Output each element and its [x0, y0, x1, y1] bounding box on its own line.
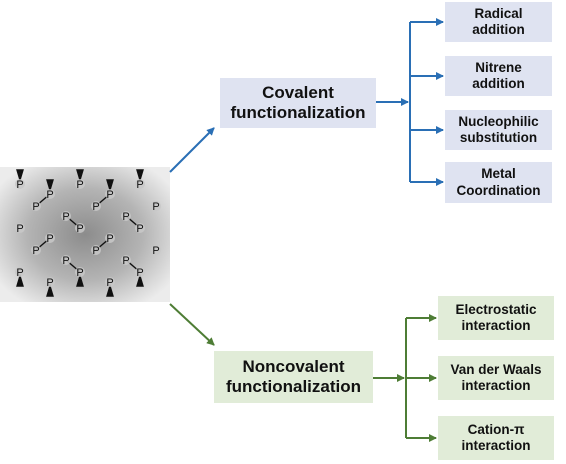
atom-halo — [75, 267, 85, 277]
wedge-bond — [16, 169, 24, 183]
wedge-bond — [46, 283, 54, 297]
nitrene-addition-label: Nitrene addition — [472, 59, 525, 91]
phosphorus-atom-label: P — [16, 179, 23, 191]
phosphorus-atom-label: P — [122, 255, 129, 267]
phosphorus-atom-label: P — [16, 267, 23, 279]
cation-pi-interaction-box: Cation-π interaction — [438, 416, 554, 460]
nucleophilic-substitution-box: Nucleophilic substitution — [445, 110, 552, 150]
phosphorus-atom-label: P — [46, 233, 53, 245]
atom-halo — [75, 223, 85, 233]
wedge-bond — [106, 179, 114, 193]
atom-halo — [15, 179, 25, 189]
atom-halo — [91, 245, 101, 255]
phosphorus-atom-label: P — [106, 189, 113, 201]
phosphorus-atom-label: P — [122, 211, 129, 223]
wedge-bond — [46, 179, 54, 193]
atom-halo — [15, 223, 25, 233]
covalent-functionalization-label: Covalent functionalization — [230, 82, 366, 122]
atom-halo — [105, 189, 115, 199]
wedge-bond — [136, 169, 144, 183]
electrostatic-interaction-box: Electrostatic interaction — [438, 296, 554, 340]
wedge-bond — [16, 273, 24, 287]
atom-halo — [75, 179, 85, 189]
noncovalent-functionalization-label: Noncovalent functionalization — [225, 356, 362, 396]
van-der-waals-interaction-label: Van der Waals interaction — [450, 361, 542, 393]
atom-halo — [135, 179, 145, 189]
phosphorus-atom-label: P — [136, 223, 143, 235]
wedge-bond — [106, 283, 114, 297]
atom-halo — [91, 201, 101, 211]
phosphorus-atom-label: P — [92, 201, 99, 213]
radical-addition-box: Radical addition — [445, 2, 552, 42]
arrow-to-noncovalent — [169, 303, 215, 346]
cation-pi-interaction-label: Cation-π interaction — [461, 421, 531, 453]
atom-halo — [135, 223, 145, 233]
phosphorus-atom-label: P — [76, 267, 83, 279]
atom-halo — [121, 211, 131, 221]
atom-halo — [61, 255, 71, 265]
atom-halo — [105, 277, 115, 287]
atom-halo — [45, 189, 55, 199]
phosphorus-atom-label: P — [106, 233, 113, 245]
atom-halo — [121, 255, 131, 265]
phosphorus-atom-label: P — [106, 277, 113, 289]
phosphorus-atom-label: P — [76, 179, 83, 191]
phosphorus-atom-label: P — [152, 201, 159, 213]
phosphorus-atom-label: P — [32, 245, 39, 257]
phosphorus-atom-label: P — [62, 255, 69, 267]
radical-addition-label: Radical addition — [472, 5, 525, 37]
wedge-bond — [136, 273, 144, 287]
nitrene-addition-box: Nitrene addition — [445, 56, 552, 96]
phosphorus-atom-label: P — [62, 211, 69, 223]
atom-halo — [45, 277, 55, 287]
phosphorus-atom-label: P — [76, 223, 83, 235]
atom-halo — [135, 267, 145, 277]
noncovalent-functionalization-box: Noncovalent functionalization — [214, 351, 373, 403]
phosphorus-atom-label: P — [136, 267, 143, 279]
metal-coordination-box: Metal Coordination — [445, 162, 552, 203]
covalent-functionalization-box: Covalent functionalization — [220, 78, 376, 128]
atom-halo — [151, 201, 161, 211]
electrostatic-interaction-label: Electrostatic interaction — [455, 301, 537, 333]
atom-halo — [31, 245, 41, 255]
phosphorus-atom-label: P — [32, 201, 39, 213]
wedge-bond — [76, 169, 84, 183]
phosphorus-atom-label: P — [152, 245, 159, 257]
metal-coordination-label: Metal Coordination — [456, 166, 541, 198]
phosphorus-atom-label: P — [46, 189, 53, 201]
phosphorus-atom-label: P — [92, 245, 99, 257]
phosphorus-atom-label: P — [46, 277, 53, 289]
phosphorus-atom-label: P — [16, 223, 23, 235]
atom-halo — [151, 245, 161, 255]
van-der-waals-interaction-box: Van der Waals interaction — [438, 356, 554, 400]
atom-halo — [15, 267, 25, 277]
atom-halo — [61, 211, 71, 221]
phosphorus-atom-label: P — [136, 179, 143, 191]
atom-halo — [45, 233, 55, 243]
wedge-bond — [76, 273, 84, 287]
arrow-to-covalent — [169, 127, 215, 173]
atom-halo — [105, 233, 115, 243]
atom-halo — [31, 201, 41, 211]
nucleophilic-substitution-label: Nucleophilic substitution — [458, 113, 539, 145]
